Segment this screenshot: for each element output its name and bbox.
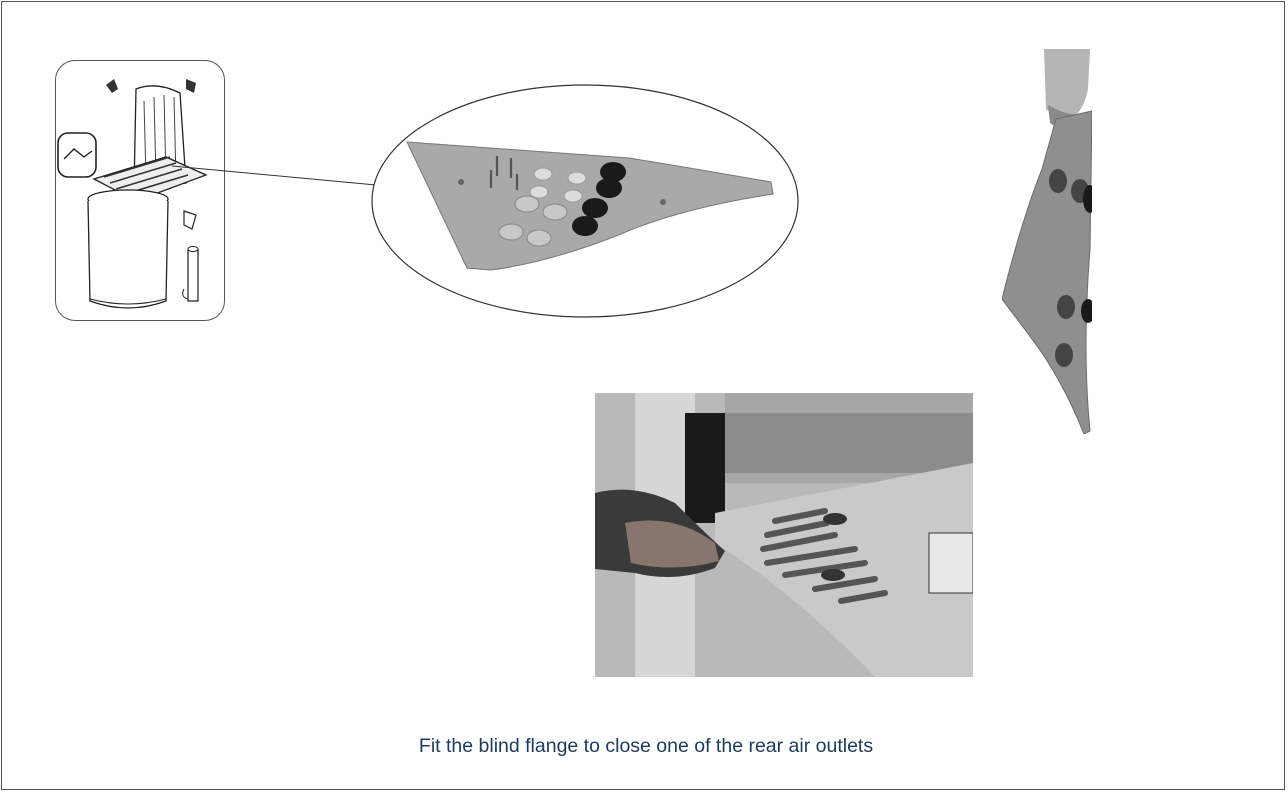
- machine-overview-diagram: [55, 60, 225, 321]
- knob-group: [572, 162, 626, 236]
- machine-line-drawing: [57, 79, 208, 309]
- flange-in-hand-photo: [1002, 49, 1092, 434]
- instruction-caption: Fit the blind flange to close one of the…: [418, 735, 874, 757]
- installation-photo-drawing: [595, 393, 973, 677]
- flange-kit-zoom-view: [371, 84, 799, 318]
- installation-photo: [595, 393, 973, 677]
